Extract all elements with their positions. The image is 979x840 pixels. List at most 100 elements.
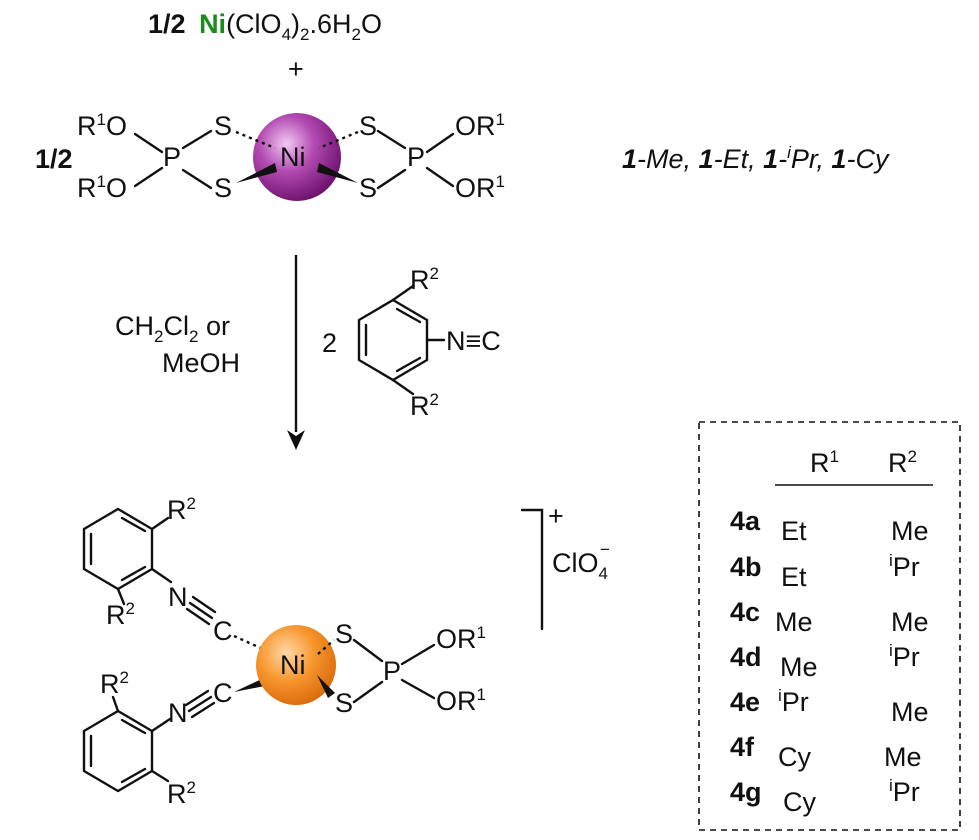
bond: [376, 168, 407, 190]
bond: [111, 695, 120, 713]
isocyanide-equiv: 2: [322, 328, 337, 358]
plus-sign: +: [288, 54, 304, 84]
bond: [318, 130, 359, 150]
row-id: 4b: [730, 552, 762, 582]
ni-sphere-reactant: [253, 113, 341, 201]
bond: [150, 516, 170, 531]
bond: [352, 680, 384, 704]
row-r2: Me: [884, 742, 922, 772]
row-r2: iPr: [889, 776, 920, 807]
complex1-s-top-right: S: [359, 111, 377, 141]
product-upper-benzene-ring: [82, 507, 154, 591]
bond: [391, 378, 415, 396]
table-row: 4d Me iPr: [730, 641, 920, 682]
bond: [150, 567, 173, 584]
substituent-table-frame: [698, 421, 961, 831]
product-p: P: [383, 656, 401, 686]
row-id: 4f: [730, 732, 755, 762]
bond: [187, 695, 213, 713]
complex1-s-top-left: S: [214, 111, 232, 141]
arrow-head: [287, 430, 305, 450]
product-ni: Ni: [280, 650, 306, 680]
complex1-series-label: 1-Me, 1-Et, 1-iPr, 1-Cy: [622, 143, 890, 174]
ni-sphere-product: [256, 625, 336, 705]
bond: [133, 166, 164, 188]
bond: [233, 634, 266, 652]
row-r2: iPr: [889, 641, 920, 672]
product-c-upper: C: [213, 616, 233, 646]
isocyanide-benzene-ring: [357, 298, 429, 382]
wedge-bond: [317, 163, 358, 183]
complex1-or1-top-left: R1O: [77, 110, 127, 141]
solvent-line1: CH2Cl2 or: [115, 311, 230, 346]
bond: [400, 643, 436, 666]
bond: [150, 769, 170, 783]
row-id: 4c: [730, 597, 760, 627]
row-r1: Et: [781, 562, 807, 592]
isocyanide-r2-bottom: R2: [410, 390, 439, 421]
complex1-fraction: 1/2: [35, 144, 73, 174]
complex1-or1-top-right: OR1: [455, 110, 505, 141]
counterion: ClO4−: [552, 540, 610, 583]
table-row: 4f Cy Me: [730, 732, 922, 772]
solvent-line2: MeOH: [162, 348, 240, 378]
bond: [352, 638, 384, 663]
bond: [235, 130, 276, 150]
row-r1: Me: [775, 607, 813, 637]
bond: [190, 701, 216, 719]
row-id: 4g: [730, 777, 762, 807]
product-n-lower: N: [168, 698, 188, 728]
bond: [400, 678, 436, 700]
bond: [185, 607, 211, 626]
product-r2-a: R2: [167, 494, 196, 525]
bond: [425, 132, 455, 154]
product-r2-d: R2: [167, 778, 196, 809]
row-r1: Cy: [778, 742, 811, 772]
product-lower-benzene-ring: [82, 709, 154, 793]
row-r2: iPr: [889, 551, 920, 582]
row-r1: Me: [780, 652, 818, 682]
bond: [188, 601, 214, 620]
wedge-bond: [236, 163, 277, 183]
row-r1: iPr: [778, 686, 809, 717]
reagent-formula: 1/2 Ni(ClO4)2.6H2O: [148, 9, 382, 44]
isocyanide-nc: N≡C: [446, 326, 501, 356]
complex1-ni: Ni: [280, 142, 306, 172]
charge-bracket: [520, 508, 544, 631]
complex1-s-bottom-left: S: [214, 173, 232, 203]
isocyanide-r2-top: R2: [410, 264, 439, 295]
product-r2-c: R2: [100, 668, 129, 699]
complex1-or1-bottom-right: OR1: [455, 172, 505, 203]
row-id: 4e: [730, 687, 760, 717]
bond: [391, 284, 415, 302]
bond: [150, 717, 172, 733]
table-row: 4b Et iPr: [730, 551, 920, 592]
table-header-r1: R1: [810, 447, 839, 478]
table-row: 4c Me Me: [730, 597, 929, 637]
complex1-or1-bottom-left: R1O: [77, 172, 127, 203]
complex1-p-right: P: [407, 142, 425, 172]
wedge-bond: [317, 675, 335, 698]
complex1-p-left: P: [163, 142, 181, 172]
product-r2-b: R2: [106, 599, 135, 630]
row-r2: Me: [891, 607, 929, 637]
bond: [184, 689, 210, 707]
row-id: 4d: [730, 642, 762, 672]
table-row: 4e iPr Me: [730, 686, 929, 727]
row-r1: Cy: [783, 787, 816, 817]
row-r2: Me: [891, 516, 929, 546]
bond: [425, 166, 455, 188]
product-s-bottom: S: [335, 688, 353, 718]
product-s-top: S: [335, 619, 353, 649]
table-row: 4g Cy iPr: [730, 776, 920, 817]
product-or1-bottom: OR1: [436, 685, 486, 716]
bond: [133, 132, 164, 154]
table-row: 4a Et Me: [730, 506, 929, 546]
row-r2: Me: [891, 697, 929, 727]
table-header-r2: R2: [888, 447, 917, 478]
row-r1: Et: [781, 516, 807, 546]
product-or1-top: OR1: [436, 623, 486, 654]
row-id: 4a: [730, 506, 761, 536]
bond: [191, 595, 217, 614]
